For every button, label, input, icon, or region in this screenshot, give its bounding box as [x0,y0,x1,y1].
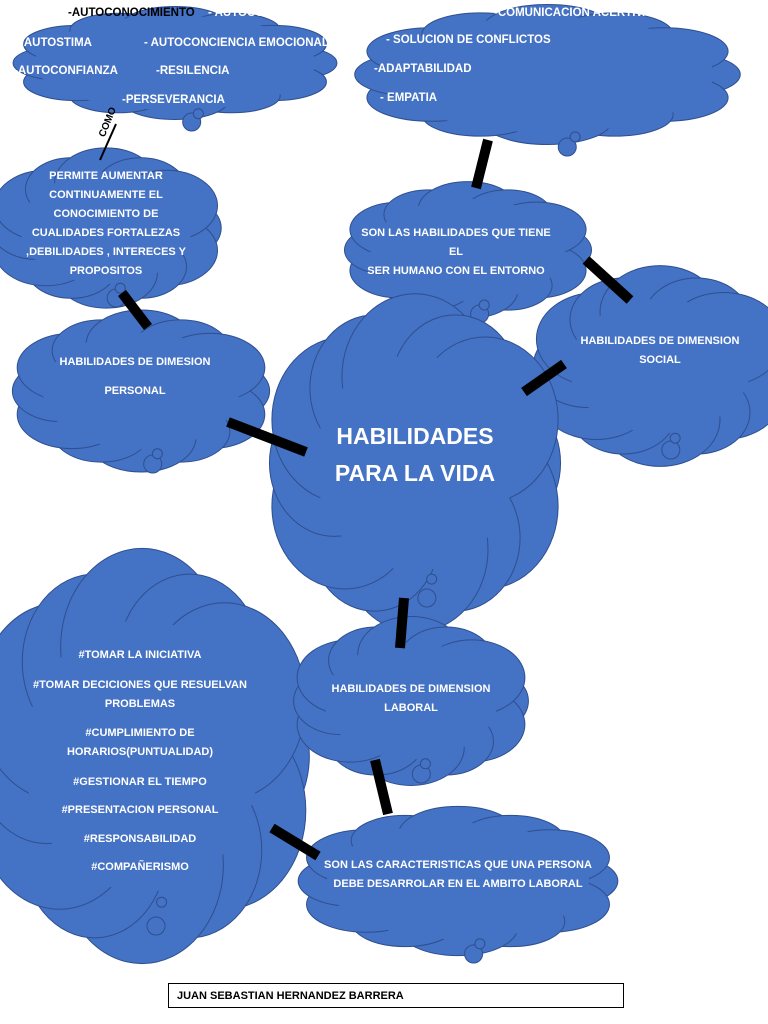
central-title: HABILIDADES PARA LA VIDA [300,418,530,492]
laboral-item: #TOMAR DECICIONES QUE RESUELVAN [33,678,247,691]
personal-description-line: CONTINUAMENTE EL [49,189,163,201]
cloud-social-description [343,181,593,324]
connector-description-social [582,256,634,304]
laboral-title: HABILIDADES DE DIMENSION LABORAL [316,680,506,718]
social-title: HABILIDADES DE DIMENSION SOCIAL [565,332,755,370]
connectors [99,123,634,861]
item-autostima: -AUTOSTIMA [20,37,92,49]
personal-description-line: CUALIDADES FORTALEZAS [31,227,181,239]
connector-central-laboral [395,597,409,649]
laboral-item: #GESTIONAR EL TIEMPO [73,775,207,788]
cloud-personal-items [12,5,338,132]
cloud-central [268,293,562,633]
personal-title-line: PERSONAL [104,385,166,397]
laboral-item: #TOMAR LA INICIATIVA [78,649,202,661]
cloud-personal [11,309,271,474]
connector-social-items-description [471,138,493,190]
laboral-description: SON LAS CARACTERISTICAS QUE UNA PERSONA … [312,856,604,894]
laboral-item: #COMPAÑERISMO [91,861,189,873]
laboral-item: PROBLEMAS [104,698,176,710]
item-autoconocimiento: -AUTOCONOCIMIENTO [68,7,195,19]
social-title-line: HABILIDADES DE DIMENSION [580,335,740,347]
connector-social-central [521,359,567,397]
cloud-personal-description [0,147,222,309]
laboral-title-line: LABORAL [384,702,438,714]
personal-description-line: ,DEBILIDADES , INTERECES Y [26,246,186,258]
cloud-social-items [354,3,741,157]
personal-title: HABILIDADES DE DIMESION PERSONAL [40,348,230,406]
item-solucion-conflictos: - SOLUCION DE CONFLICTOS [386,34,551,46]
cloud-laboral [293,616,529,786]
item-autocontrol: - AUTOCONTROL [208,7,304,19]
laboral-title-line: HABILIDADES DE DIMENSION [331,683,491,695]
connector-laboral-description [370,758,393,816]
laboral-item: #RESPONSABILIDAD [83,832,197,845]
connector-personal-central [226,417,308,457]
personal-title-line: HABILIDADES DE DIMESION [59,356,211,368]
item-autoconciencia: - AUTOCONCIENCIA EMOCIONAL [144,37,329,49]
author-name: JUAN SEBASTIAN HERNANDEZ BARRERA [177,990,404,1002]
item-perseverancia: -PERSEVERANCIA [122,94,225,106]
item-autoconfianza: -AUTOCONFIANZA [14,65,118,77]
author-box: JUAN SEBASTIAN HERNANDEZ BARRERA [168,983,624,1008]
item-comunicacion-acertiva: -COMUNICACION ACERTIVA: [494,7,655,19]
personal-description-line: PROPOSITOS [69,265,143,277]
cloud-social [532,265,768,467]
personal-description-line: PERMITE AUMENTAR [49,170,163,182]
connector-personal-items-description [99,123,117,161]
laboral-description-line: DEBE DESARROLAR EN EL AMBITO LABORAL [333,878,583,890]
item-resilencia: -RESILENCIA [156,65,230,77]
laboral-item: #CUMPLIMIENTO DE [85,726,195,739]
personal-description-line: CONOCIMIENTO DE [53,208,159,220]
cloud-shapes [0,3,768,965]
central-title-line: PARA LA VIDA [334,460,496,486]
cloud-laboral-description [297,805,619,964]
laboral-item: HORARIOS(PUNTUALIDAD) [66,746,214,758]
connector-items-description [269,823,321,861]
social-title-line: SOCIAL [639,354,681,366]
social-description-line: SER HUMANO CON EL ENTORNO [367,265,545,277]
social-description-line: SON LAS HABILIDADES QUE TIENE EL [361,227,551,258]
item-adaptabilidad: -ADAPTABILIDAD [374,63,472,75]
laboral-description-line: SON LAS CARACTERISTICAS QUE UNA PERSONA [324,859,592,871]
social-description: SON LAS HABILIDADES QUE TIENE EL SER HUM… [356,224,556,281]
item-empatia: - EMPATIA [380,92,438,104]
cloud-laboral-items [0,547,310,965]
central-title-line: HABILIDADES [336,423,494,449]
laboral-items: #TOMAR LA INICIATIVA #TOMAR DECICIONES Q… [20,646,260,878]
laboral-item: #PRESENTACION PERSONAL [61,804,219,816]
personal-description: PERMITE AUMENTAR CONTINUAMENTE EL CONOCI… [8,167,204,281]
connector-description-personal [118,289,152,331]
